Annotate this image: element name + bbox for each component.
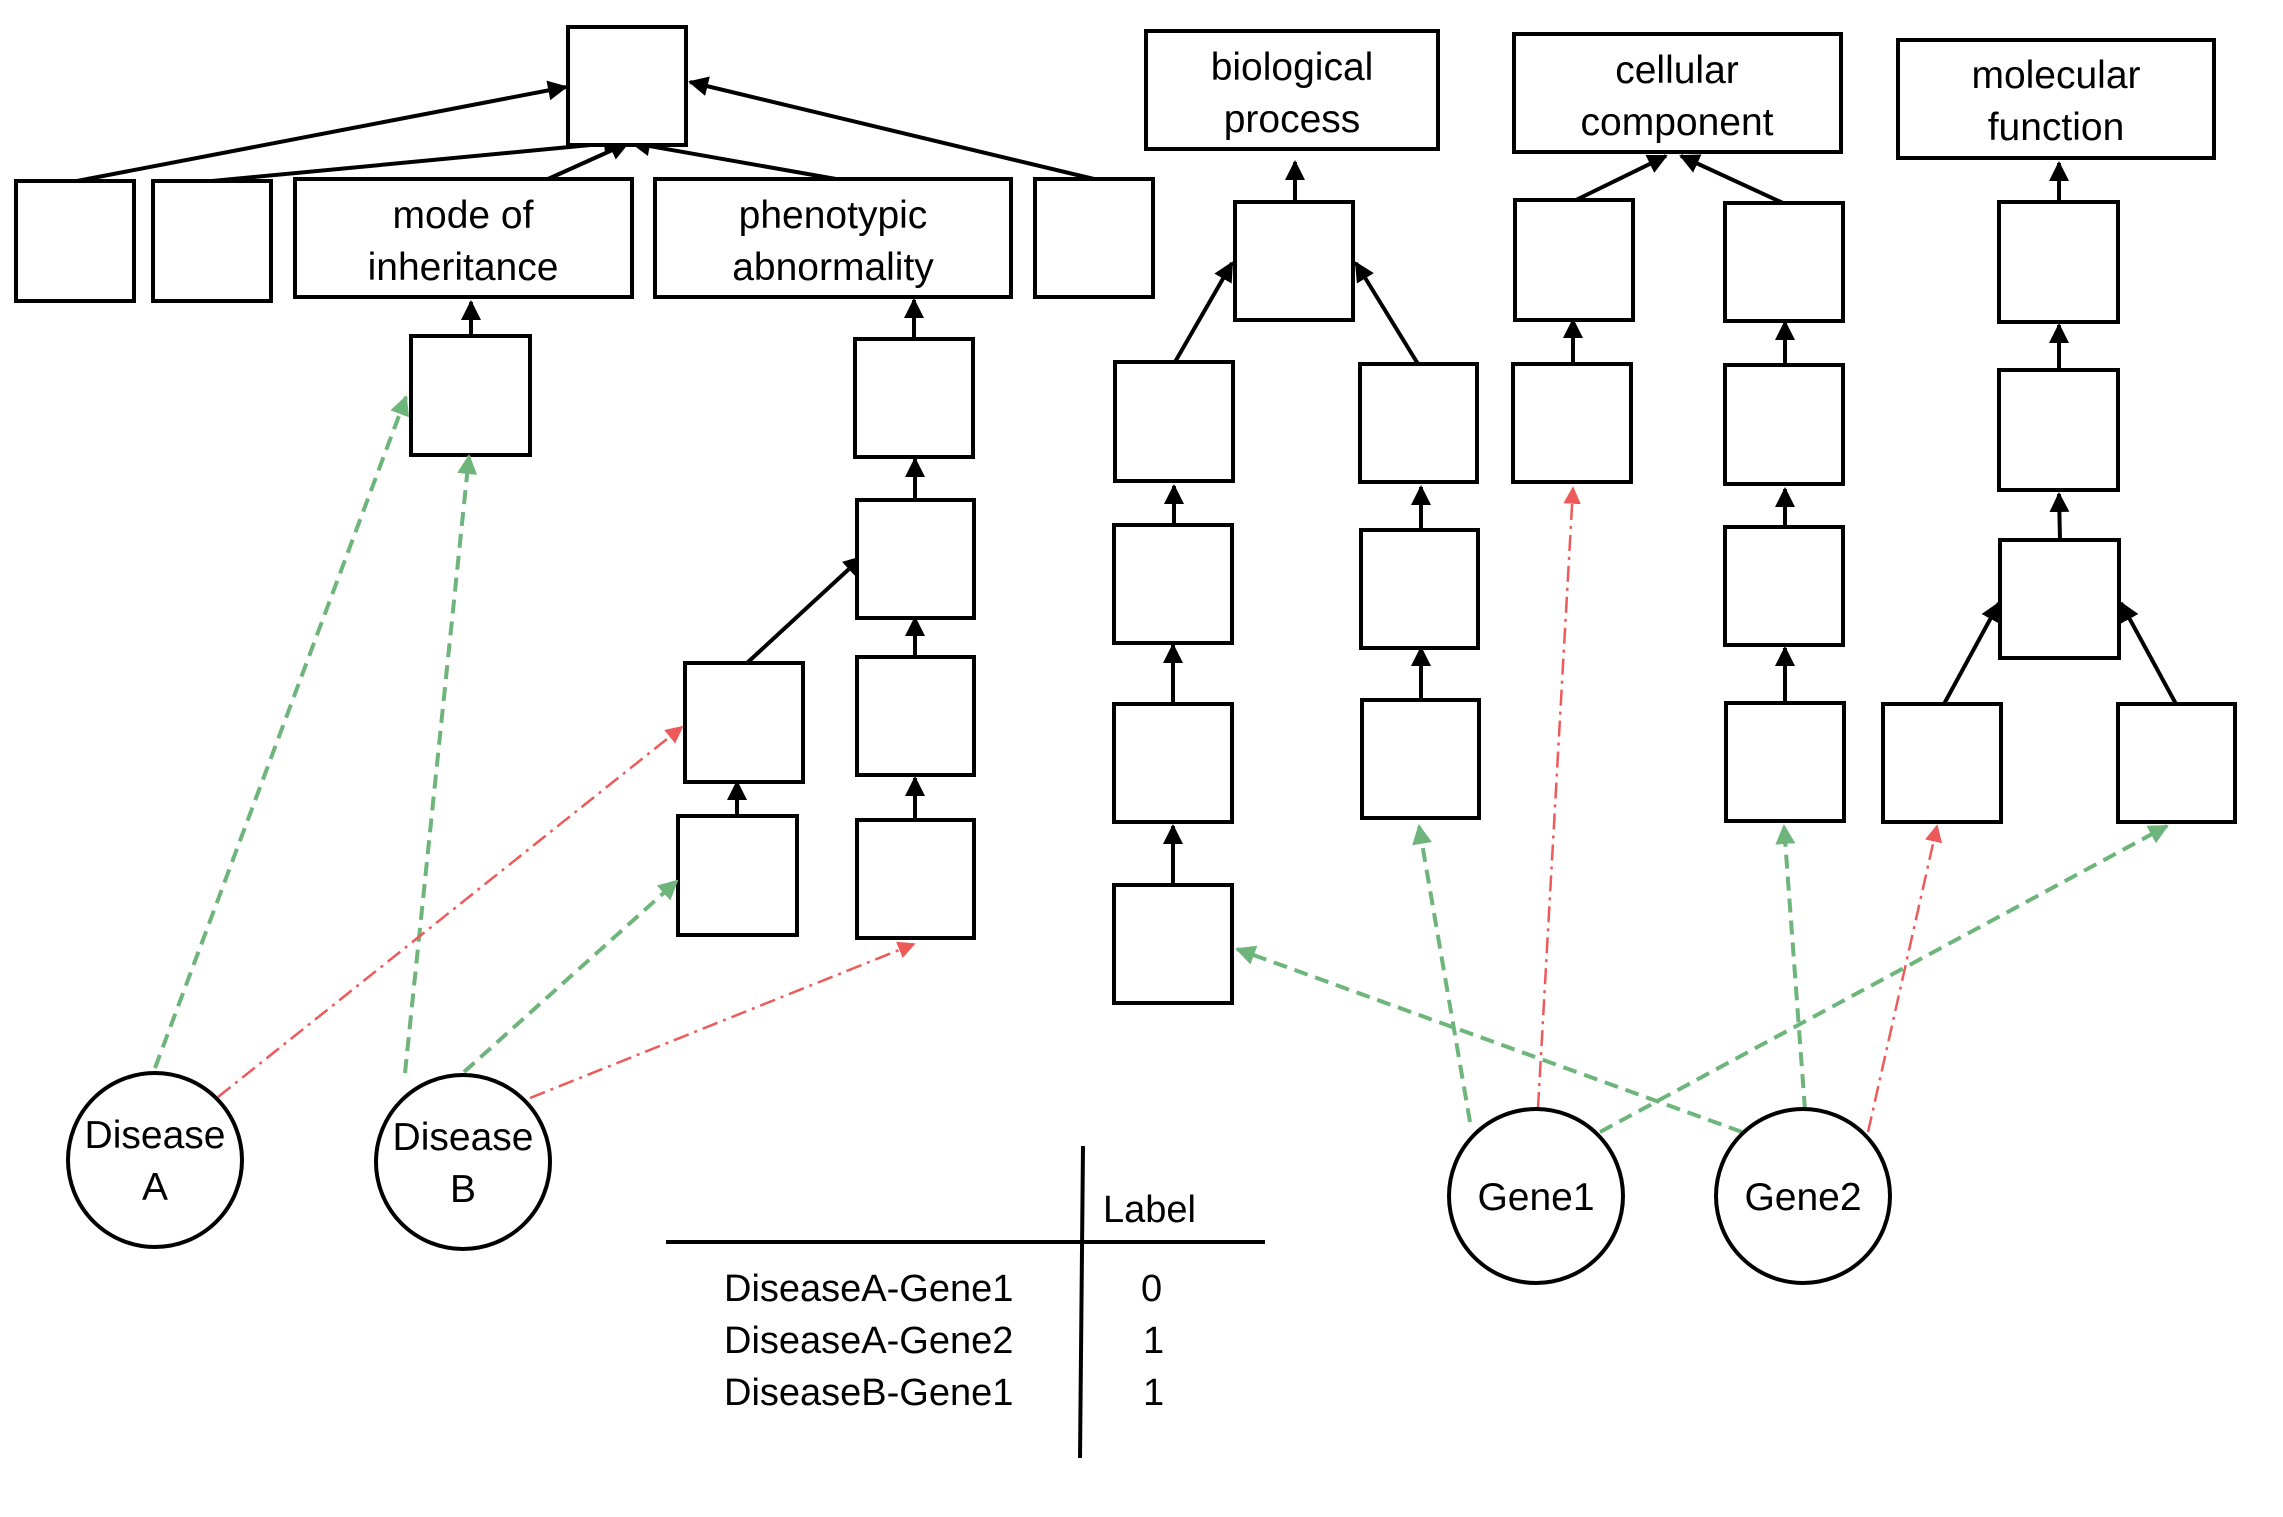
hpo-term-node	[855, 818, 976, 940]
negative-link	[1866, 824, 1943, 1133]
go-term-node	[1723, 201, 1845, 323]
table-row-pair: DiseaseA-Gene1	[724, 1268, 1013, 1310]
positive-link	[1412, 824, 1472, 1123]
go-term-node	[1997, 200, 2120, 324]
positive-link	[1235, 945, 1743, 1134]
table-row-label: 1	[1143, 1320, 1164, 1362]
edge	[1354, 261, 1420, 366]
go-term-node	[1112, 702, 1234, 824]
hpo-term-node	[151, 179, 273, 303]
biological-process-node	[1144, 29, 1440, 151]
disease-a-node	[66, 1071, 244, 1249]
node-labels: mode of inheritance phenotypic abnormali…	[368, 46, 2141, 289]
positive-link	[1599, 824, 2169, 1134]
hpo-term-node	[853, 337, 975, 459]
edge	[2119, 601, 2178, 705]
table-row-label: 0	[1141, 1268, 1162, 1310]
hpo-term-node	[855, 498, 976, 620]
molecular-function-node	[1896, 38, 2216, 160]
edge	[630, 136, 837, 181]
edge	[1173, 261, 1234, 363]
go-term-node	[1358, 362, 1479, 484]
cellular-component-node	[1512, 32, 1843, 154]
go-term-node	[1997, 368, 2120, 492]
table-header-label: Label	[1103, 1189, 1196, 1231]
negative-link	[217, 725, 684, 1098]
hpo-root-node	[566, 25, 688, 147]
biological-process-label-line2: process	[1224, 98, 1361, 141]
go-term-node	[1359, 528, 1480, 650]
gene1-node	[1447, 1107, 1625, 1285]
mode-of-inheritance-label-line1: mode of	[393, 194, 534, 237]
positive-link	[1775, 824, 1807, 1111]
disease-b-node	[374, 1073, 552, 1251]
cellular-component-label-line1: cellular	[1615, 49, 1739, 92]
label-table: Label DiseaseA-Gene1 0 DiseaseA-Gene2 1 …	[666, 1145, 1265, 1459]
positive-link	[462, 879, 679, 1074]
hpo-term-node	[676, 814, 799, 937]
go-term-node	[1112, 523, 1234, 645]
go-term-node	[1723, 525, 1845, 647]
go-term-node	[1881, 702, 2003, 824]
go-term-node	[1511, 362, 1633, 484]
hpo-term-node	[14, 179, 136, 303]
hpo-term-node	[855, 655, 976, 777]
negative-link	[529, 941, 916, 1100]
table-row-label: 1	[1143, 1372, 1164, 1414]
go-term-node	[2116, 702, 2237, 824]
mode-of-inheritance-node	[293, 177, 634, 299]
disease-b-label-line2: B	[450, 1168, 476, 1211]
go-term-node	[1513, 198, 1635, 322]
table-vertical-rule	[1078, 1145, 1085, 1459]
disease-b-label-line1: Disease	[393, 1116, 534, 1159]
gene2-node	[1714, 1107, 1892, 1285]
phenotypic-abnormality-label-line2: abnormality	[732, 246, 934, 289]
cellular-component-label-line2: component	[1581, 101, 1774, 144]
ontology-edges	[76, 76, 2178, 885]
negative-link	[1536, 486, 1581, 1109]
edge	[745, 555, 864, 665]
edge	[1942, 601, 2001, 705]
positive-link	[153, 395, 410, 1069]
hpo-term-node	[1033, 177, 1155, 299]
edge	[76, 80, 568, 183]
go-term-node	[1233, 200, 1355, 322]
hpo-term-node	[409, 334, 532, 457]
go-term-node	[1360, 698, 1481, 820]
edge	[211, 133, 624, 183]
edge	[1679, 154, 1784, 205]
edge	[688, 76, 1095, 181]
go-term-node	[1724, 701, 1846, 823]
phenotypic-abnormality-label-line1: phenotypic	[739, 194, 928, 237]
molecular-function-label-line1: molecular	[1971, 54, 2140, 97]
biological-process-label-line1: biological	[1211, 46, 1374, 89]
positive-link	[403, 454, 478, 1074]
disease-a-label-line1: Disease	[85, 1114, 226, 1157]
entities: Disease A Disease B Gene1 Gene2	[66, 1071, 1892, 1285]
go-term-node	[1998, 538, 2121, 660]
annotation-links	[153, 395, 2169, 1134]
disease-a-label-line2: A	[142, 1166, 168, 1209]
ontology-nodes	[14, 25, 2237, 1005]
gene2-label: Gene2	[1744, 1176, 1861, 1219]
edge	[547, 141, 630, 181]
edge	[2049, 492, 2070, 541]
go-term-node	[1723, 363, 1845, 486]
table-row-pair: DiseaseA-Gene2	[724, 1320, 1013, 1362]
table-row-pair: DiseaseB-Gene1	[724, 1372, 1013, 1414]
go-term-node	[1113, 360, 1235, 483]
hpo-term-node	[683, 661, 805, 784]
molecular-function-label-line2: function	[1988, 106, 2125, 149]
phenotypic-abnormality-node	[653, 177, 1013, 299]
go-term-node	[1112, 883, 1234, 1005]
gene1-label: Gene1	[1477, 1176, 1594, 1219]
mode-of-inheritance-label-line2: inheritance	[368, 246, 559, 289]
edge	[1575, 154, 1668, 202]
